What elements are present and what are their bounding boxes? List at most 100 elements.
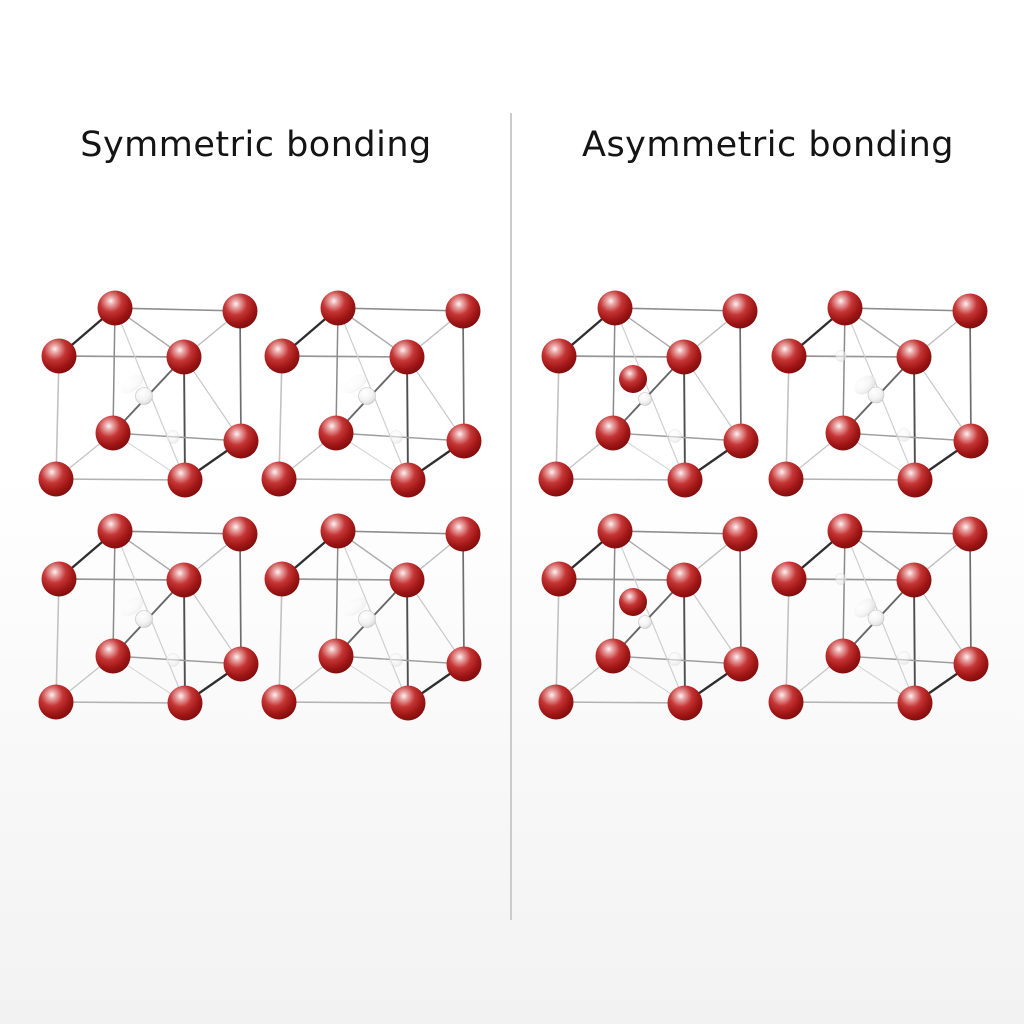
interior-atom-red <box>619 588 647 616</box>
corner-atom-red <box>390 462 426 498</box>
unit-cell-symmetric-4 <box>261 513 482 721</box>
faint-atom-white <box>389 430 403 444</box>
unit-cell-symmetric-3 <box>38 513 259 721</box>
bond-lobe <box>343 374 367 394</box>
unit-cell-asymmetric-3 <box>538 513 759 721</box>
corner-atom-red <box>952 293 988 329</box>
corner-atom-red <box>896 562 932 598</box>
corner-atom-red <box>97 290 133 326</box>
cell-edge <box>335 307 339 434</box>
cell-edge <box>555 578 560 703</box>
corner-atom-red <box>389 562 425 598</box>
corner-atom-red <box>595 638 631 674</box>
corner-atom-red <box>41 561 77 597</box>
unit-cell-asymmetric-1 <box>538 290 759 498</box>
corner-atom-red <box>264 561 300 597</box>
corner-atom-red <box>41 338 77 374</box>
cell-edge <box>555 478 686 481</box>
cell-edge <box>55 355 60 480</box>
corner-atom-red <box>827 290 863 326</box>
corner-atom-red <box>768 461 804 497</box>
cell-edge <box>58 578 185 581</box>
cell-edge <box>278 701 409 704</box>
cell-edge <box>842 307 846 434</box>
corner-atom-red <box>97 513 133 549</box>
corner-atom-red <box>666 562 702 598</box>
corner-atom-red <box>318 415 354 451</box>
faint-atom-white <box>668 429 682 443</box>
cell-edge <box>112 530 116 657</box>
cell-edge <box>913 579 916 704</box>
corner-atom-red <box>771 338 807 374</box>
interior-atom-red <box>619 365 647 393</box>
cell-edge <box>183 356 186 481</box>
corner-atom-red <box>825 415 861 451</box>
corner-atom-red <box>722 516 758 552</box>
corner-atom-red <box>768 684 804 720</box>
corner-atom-red <box>666 339 702 375</box>
cell-edge <box>558 578 685 581</box>
cell-edge <box>55 478 186 481</box>
corner-atom-red <box>723 646 759 682</box>
asymmetric-panel-title: Asymmetric bonding <box>582 125 954 165</box>
corner-atom-red <box>446 423 482 459</box>
cell-edge <box>239 533 242 665</box>
corner-atom-red <box>538 461 574 497</box>
corner-atom-red <box>771 561 807 597</box>
corner-atom-red <box>261 461 297 497</box>
center-atom-white <box>358 387 376 405</box>
corner-atom-red <box>95 638 131 674</box>
corner-atom-red <box>261 684 297 720</box>
cell-edge <box>462 533 465 665</box>
cell-edge <box>55 578 60 703</box>
corner-atom-red <box>264 338 300 374</box>
cell-edge <box>55 701 186 704</box>
center-atom-white <box>867 609 885 627</box>
corner-atom-red <box>445 293 481 329</box>
corner-atom-red <box>597 290 633 326</box>
center-atom-white <box>867 386 885 404</box>
faint-atom-white <box>835 573 847 585</box>
corner-atom-red <box>897 685 933 721</box>
corner-atom-red <box>896 339 932 375</box>
panel-divider <box>510 113 512 920</box>
cell-edge <box>239 310 242 442</box>
corner-atom-red <box>166 562 202 598</box>
cell-edge <box>739 310 742 442</box>
corner-atom-red <box>723 423 759 459</box>
corner-atom-red <box>318 638 354 674</box>
cell-edge <box>842 530 846 657</box>
center-atom-white <box>135 610 153 628</box>
cell-edge <box>913 356 916 481</box>
unit-cell-symmetric-2 <box>261 290 482 498</box>
corner-atom-red <box>538 684 574 720</box>
corner-atom-red <box>827 513 863 549</box>
unit-cell-asymmetric-2 <box>768 290 989 498</box>
corner-atom-red <box>952 516 988 552</box>
cell-edge <box>278 578 283 703</box>
cell-edge <box>183 579 186 704</box>
cell-edge <box>969 310 972 442</box>
corner-atom-red <box>223 423 259 459</box>
cell-edge <box>406 356 409 481</box>
corner-atom-red <box>167 462 203 498</box>
corner-atom-red <box>166 339 202 375</box>
corner-atom-red <box>541 338 577 374</box>
corner-atom-red <box>722 293 758 329</box>
cell-edge <box>683 356 686 481</box>
corner-atom-red <box>222 293 258 329</box>
center-atom-white <box>638 615 652 629</box>
cell-edge <box>969 533 972 665</box>
faint-atom-white <box>897 651 911 665</box>
corner-atom-red <box>897 462 933 498</box>
corner-atom-red <box>223 646 259 682</box>
corner-atom-red <box>320 290 356 326</box>
cell-edge <box>785 355 790 480</box>
faint-atom-white <box>835 350 847 362</box>
cell-edge <box>558 355 685 358</box>
faint-atom-white <box>166 430 180 444</box>
cell-edge <box>844 530 971 535</box>
cell-edge <box>337 307 464 312</box>
center-atom-white <box>638 392 652 406</box>
unit-cell-asymmetric-4 <box>768 513 989 721</box>
